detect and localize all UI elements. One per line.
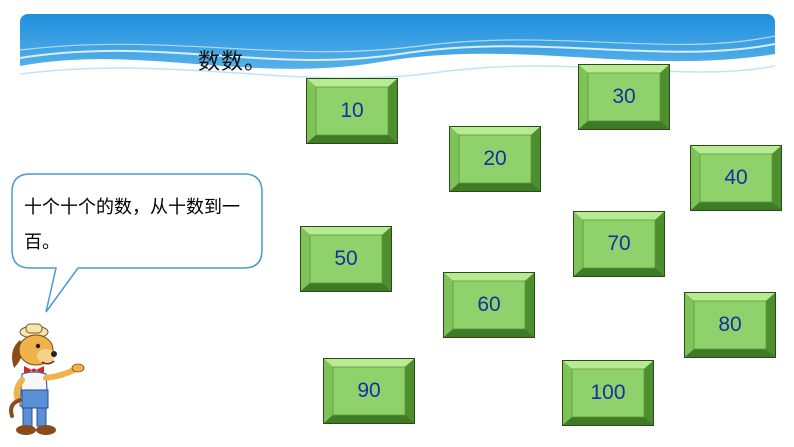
tile-bevel-shape [306,78,398,144]
tile-bevel-shape [562,360,654,426]
tile-bevel-shape [690,145,782,211]
tile-bevel-shape [443,272,535,338]
tile-number: 100 [590,381,626,404]
dog-mascot-illustration [8,320,86,438]
tile-bevel-shape [684,292,776,358]
speech-bubble-text: 十个十个的数，从十数到一百。 [24,197,240,253]
number-tile-70[interactable]: 70 [573,211,665,277]
tile-bevel-shape [323,358,415,424]
tile-number: 10 [340,99,364,122]
tile-bevel-shape [578,64,670,130]
tile-number: 80 [718,313,742,336]
number-tile-20[interactable]: 20 [449,126,541,192]
number-tile-100[interactable]: 100 [562,360,654,426]
tile-number: 40 [724,166,748,189]
number-tile-90[interactable]: 90 [323,358,415,424]
tile-number: 70 [607,232,631,255]
tile-bevel-shape [573,211,665,277]
tile-number: 20 [483,147,507,170]
tile-number: 90 [357,379,381,402]
number-tile-40[interactable]: 40 [690,145,782,211]
number-tile-10[interactable]: 10 [306,78,398,144]
number-tile-50[interactable]: 50 [300,226,392,292]
page-title: 数数。 [198,50,268,75]
tile-number: 30 [612,85,636,108]
speech-bubble [8,170,268,320]
number-tile-30[interactable]: 30 [578,64,670,130]
tile-bevel-shape [300,226,392,292]
tile-number: 50 [334,247,358,270]
tile-number: 60 [477,293,501,316]
number-tile-80[interactable]: 80 [684,292,776,358]
number-tile-60[interactable]: 60 [443,272,535,338]
tile-bevel-shape [449,126,541,192]
